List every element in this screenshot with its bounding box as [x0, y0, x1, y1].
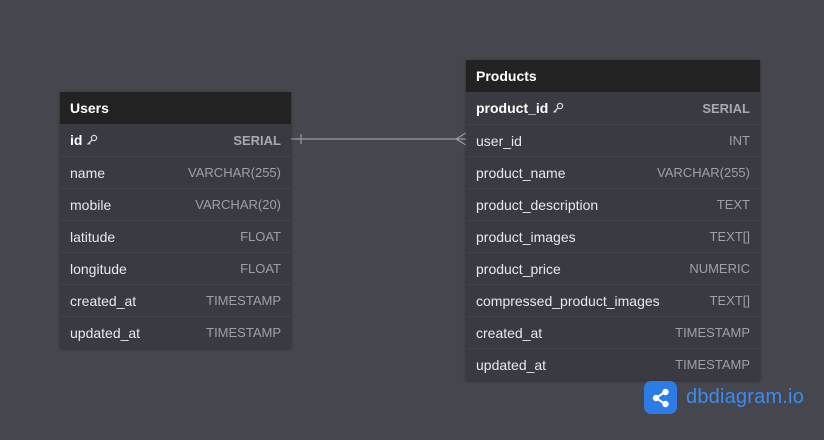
field-name-text: product_description — [476, 196, 599, 213]
field-type: FLOAT — [240, 261, 281, 276]
key-icon — [553, 102, 564, 113]
logo-text: dbdiagram.io — [686, 386, 805, 408]
products-field-row-product-id[interactable]: product_id SERIAL — [466, 92, 760, 124]
field-name-text: product_id — [476, 100, 549, 116]
field-type: TIMESTAMP — [675, 325, 750, 340]
users-field-row-longitude[interactable]: longitude FLOAT — [60, 252, 291, 284]
field-name: compressed_product_images — [476, 293, 660, 309]
field-name-text: name — [70, 164, 106, 181]
products-field-row-product-price[interactable]: product_price NUMERIC — [466, 252, 760, 284]
products-field-row-created-at[interactable]: created_at TIMESTAMP — [466, 316, 760, 348]
field-name: product_name — [476, 165, 566, 181]
products-fields: product_id SERIAL user_id INT product_name VA… — [466, 92, 760, 380]
field-type: TIMESTAMP — [206, 293, 281, 308]
field-name: product_images — [476, 229, 576, 245]
users-table[interactable]: Users id SERIAL name VARCHAR(255) mobile VARC… — [60, 92, 291, 348]
field-name-text: mobile — [70, 196, 112, 213]
products-field-row-user-id[interactable]: user_id INT — [466, 124, 760, 156]
field-type: TEXT — [716, 197, 750, 212]
field-name: updated_at — [70, 325, 140, 341]
field-name-text: compressed_product_images — [476, 292, 660, 309]
field-name-text: product_price — [476, 260, 561, 277]
field-type: TEXT[] — [709, 229, 750, 244]
users-table-header[interactable]: Users — [60, 92, 291, 124]
field-name: product_id — [476, 100, 564, 116]
field-name: name — [70, 165, 105, 181]
field-type: INT — [729, 133, 750, 148]
field-type: VARCHAR(255) — [657, 165, 750, 180]
field-name-text: product_images — [476, 228, 576, 245]
field-type: NUMERIC — [689, 261, 750, 276]
users-field-row-created-at[interactable]: created_at TIMESTAMP — [60, 284, 291, 316]
products-field-row-product-description[interactable]: product_description TEXT — [466, 188, 760, 220]
many-cardinality-marker-top — [455, 132, 467, 140]
products-field-row-updated-at[interactable]: updated_at TIMESTAMP — [466, 348, 760, 380]
field-name-text: updated_at — [70, 324, 141, 341]
users-field-row-updated-at[interactable]: updated_at TIMESTAMP — [60, 316, 291, 348]
dbdiagram-logo[interactable]: dbdiagram.io — [644, 381, 804, 414]
field-type: TIMESTAMP — [675, 357, 750, 372]
field-name: updated_at — [476, 357, 546, 373]
field-name: product_price — [476, 261, 561, 277]
users-fields: id SERIAL name VARCHAR(255) mobile VARCHAR(20… — [60, 124, 291, 348]
users-field-row-name[interactable]: name VARCHAR(255) — [60, 156, 291, 188]
products-field-row-compressed-product-images[interactable]: compressed_product_images TEXT[] — [466, 284, 760, 316]
field-type: TEXT[] — [709, 293, 750, 308]
field-name-text: created_at — [70, 292, 137, 309]
many-cardinality-marker-bottom — [455, 138, 467, 146]
field-name-text: latitude — [70, 228, 116, 245]
key-icon — [87, 134, 98, 145]
field-name-text: id — [70, 132, 83, 148]
field-name-text: longitude — [70, 260, 127, 277]
field-name: product_description — [476, 197, 598, 213]
field-name: latitude — [70, 229, 115, 245]
field-type: SERIAL — [233, 132, 281, 148]
field-name-text: created_at — [476, 324, 543, 341]
products-field-row-product-images[interactable]: product_images TEXT[] — [466, 220, 760, 252]
field-name-text: product_name — [476, 164, 566, 181]
field-name-text: user_id — [476, 132, 522, 149]
field-name-text: updated_at — [476, 356, 547, 373]
field-type: VARCHAR(20) — [195, 197, 281, 212]
products-table-header[interactable]: Products — [466, 60, 760, 92]
field-name: user_id — [476, 133, 522, 149]
field-type: SERIAL — [702, 100, 750, 116]
field-name: created_at — [476, 325, 542, 341]
field-name: longitude — [70, 261, 127, 277]
share-nodes-icon — [644, 381, 677, 414]
products-field-row-product-name[interactable]: product_name VARCHAR(255) — [466, 156, 760, 188]
users-field-row-id[interactable]: id SERIAL — [60, 124, 291, 156]
field-type: VARCHAR(255) — [188, 165, 281, 180]
field-name: created_at — [70, 293, 136, 309]
field-type: TIMESTAMP — [206, 325, 281, 340]
users-field-row-mobile[interactable]: mobile VARCHAR(20) — [60, 188, 291, 220]
field-name: mobile — [70, 197, 111, 213]
users-field-row-latitude[interactable]: latitude FLOAT — [60, 220, 291, 252]
field-type: FLOAT — [240, 229, 281, 244]
field-name: id — [70, 132, 98, 148]
